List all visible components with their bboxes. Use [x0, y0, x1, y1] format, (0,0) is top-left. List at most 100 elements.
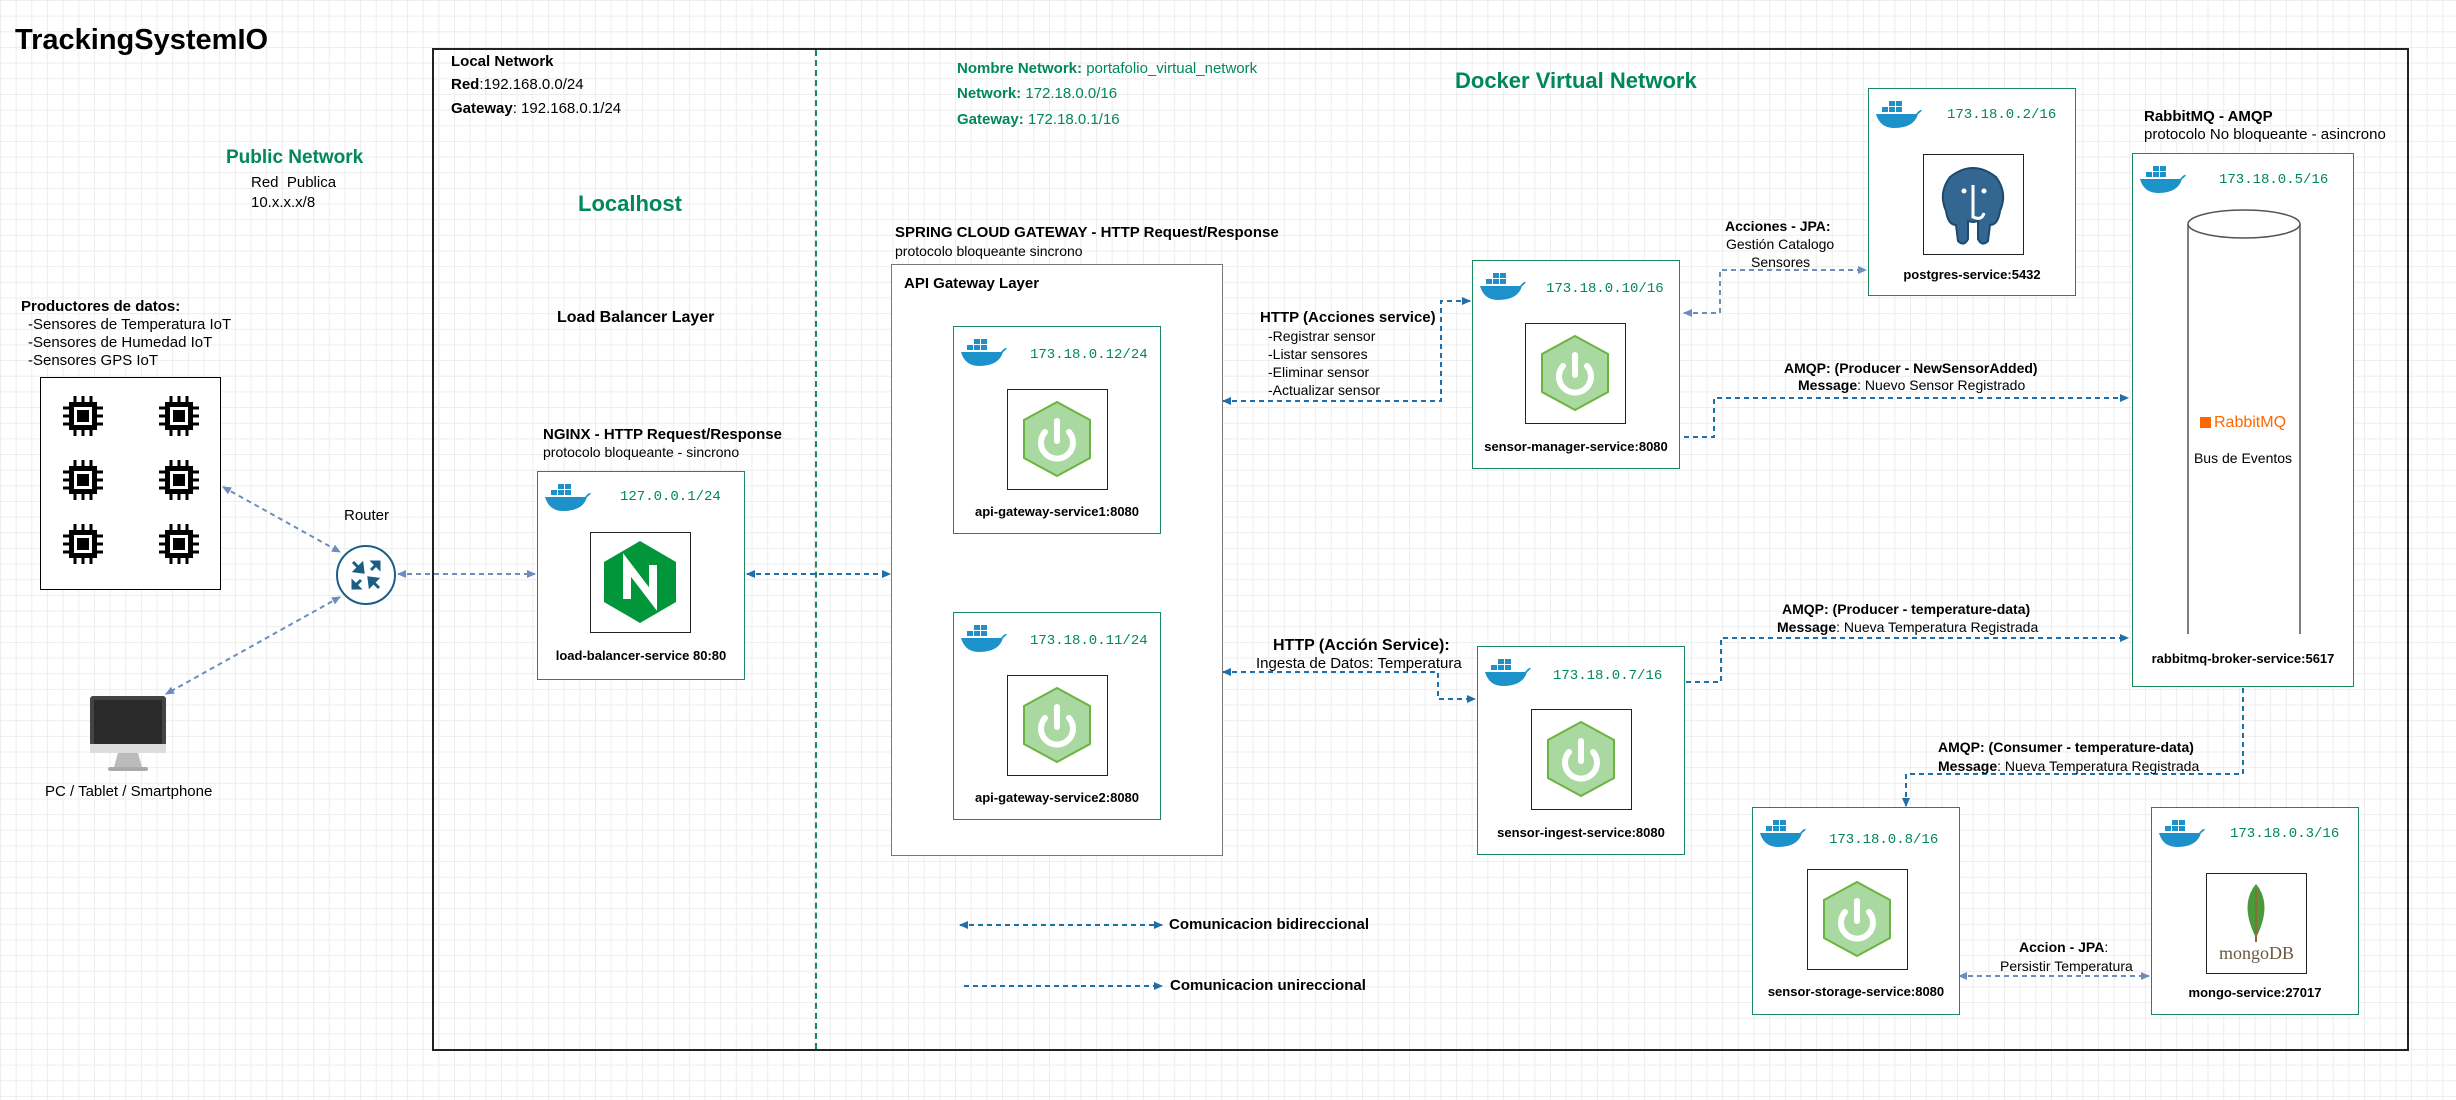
link-rabbit-storage — [1902, 688, 2244, 807]
jpa-actions-title: Acciones - JPA: — [1725, 218, 1831, 234]
api-gateway-service2-ip: 173.18.0.11/24 — [1030, 633, 1148, 649]
http-action-item: -Listar sensores — [1268, 346, 1368, 362]
spring-power-icon — [1823, 880, 1891, 958]
rabbit-name: rabbitmq-broker-service:5617 — [2151, 651, 2335, 666]
api-gateway-service1-name: api-gateway-service1:8080 — [974, 504, 1140, 519]
sensor-manager-name: sensor-manager-service:8080 — [1484, 439, 1668, 454]
rabbit-title: RabbitMQ - AMQP — [2144, 108, 2273, 125]
amqp-temp-consumer-msg: Message: Nueva Temperatura Registrada — [1938, 758, 2200, 774]
link-gateway-manager — [1222, 297, 1471, 405]
nginx-title: NGINX - HTTP Request/Response — [543, 426, 782, 443]
mongo-logo-text: mongoDB — [2218, 943, 2294, 963]
docker-icon — [1758, 816, 1808, 855]
sensor-storage-name: sensor-storage-service:8080 — [1767, 984, 1945, 999]
spring-logo-frame — [1531, 709, 1632, 810]
producer-item: -Sensores GPS IoT — [28, 352, 159, 369]
network-divider — [815, 50, 817, 1049]
public-network-red: Red Publica — [251, 174, 337, 191]
gateway-subtitle: protocolo bloqueante sincrono — [895, 243, 1083, 259]
postgres-ip: 173.18.0.2/16 — [1947, 107, 2057, 123]
link-manager-postgres — [1683, 266, 1867, 317]
docker-network-range: Network: 172.18.0.0/16 — [957, 85, 1118, 102]
legend-unidir-label: Comunicacion unireccional — [1170, 977, 1366, 994]
mongo-service: 173.18.0.3/16 mongoDB mongo-service:2701… — [2151, 807, 2359, 1015]
nginx-logo-frame — [590, 532, 691, 633]
pc-label: PC / Tablet / Smartphone — [45, 783, 213, 800]
api-gateway-service2: 173.18.0.11/24 api-gateway-service2:8080 — [953, 612, 1161, 820]
amqp-new-sensor-title: AMQP: (Producer - NewSensorAdded) — [1784, 360, 2038, 376]
legend-bidir-label: Comunicacion bidireccional — [1169, 916, 1370, 933]
local-network-gateway: Gateway: 192.168.0.1/24 — [451, 100, 622, 117]
nginx-container: 127.0.0.1/24 load-balancer-service 80:80 — [537, 471, 745, 680]
sensor-ingest-ip: 173.18.0.7/16 — [1553, 668, 1663, 684]
router-icon — [335, 544, 397, 611]
http-ingest-title: HTTP (Acción Service): — [1273, 637, 1450, 654]
rabbitmq-logo: RabbitMQ — [2133, 414, 2353, 432]
amqp-new-sensor-msg: Message: Nuevo Sensor Registrado — [1798, 377, 2026, 393]
rabbit-ip: 173.18.0.5/16 — [2219, 172, 2329, 188]
spring-power-icon — [1023, 400, 1091, 478]
computer-icon — [88, 694, 168, 777]
localhost-title: Localhost — [578, 191, 682, 216]
spring-power-icon — [1541, 334, 1609, 412]
link-gateway-ingest — [1222, 668, 1476, 703]
nginx-service-name: load-balancer-service 80:80 — [555, 648, 727, 663]
gateway-title: SPRING CLOUD GATEWAY - HTTP Request/Resp… — [895, 224, 1279, 241]
amqp-temp-consumer-title: AMQP: (Consumer - temperature-data) — [1938, 739, 2194, 755]
jpa-persist-line1: Persistir Temperatura — [2000, 958, 2133, 974]
public-network-range: 10.x.x.x/8 — [251, 194, 316, 211]
sensor-ingest-name: sensor-ingest-service:8080 — [1497, 825, 1665, 840]
event-bus-label: Bus de Eventos — [2193, 450, 2293, 466]
page-title: TrackingSystemIO — [15, 24, 269, 56]
sensor-storage-ip: 173.18.0.8/16 — [1829, 832, 1939, 848]
docker-network-gateway: Gateway: 172.18.0.1/16 — [957, 111, 1120, 128]
local-network-title: Local Network — [451, 53, 554, 70]
rabbitmq-icon — [2199, 417, 2211, 429]
spring-logo-frame — [1007, 389, 1108, 490]
event-bus-cylinder — [2187, 209, 2301, 634]
spring-logo-frame — [1807, 869, 1908, 970]
link-router-pc — [165, 596, 341, 695]
sensor-ingest-service: 173.18.0.7/16 sensor-ingest-service:8080 — [1477, 646, 1685, 855]
sensor-manager-ip: 173.18.0.10/16 — [1546, 281, 1664, 297]
docker-network-name: Nombre Network: portafolio_virtual_netwo… — [957, 60, 1258, 77]
spring-logo-frame — [1007, 675, 1108, 776]
http-action-item: -Actualizar sensor — [1268, 382, 1381, 398]
router-label: Router — [344, 507, 390, 524]
producer-item: -Sensores de Humedad IoT — [28, 334, 213, 351]
iot-devices-box — [40, 377, 221, 590]
sensor-storage-service: 173.18.0.8/16 sensor-storage-service:808… — [1752, 807, 1960, 1015]
link-manager-rabbit — [1684, 394, 2129, 438]
producer-item: -Sensores de Temperatura IoT — [28, 316, 232, 333]
jpa-actions-line2: Sensores — [1751, 254, 1811, 270]
postgres-name: postgres-service:5432 — [1903, 267, 2041, 282]
api-gateway-layer-title: API Gateway Layer — [904, 275, 1040, 292]
rabbit-subtitle: protocolo No bloqueante - asincrono — [2144, 126, 2386, 143]
chip-icons — [61, 394, 201, 566]
docker-icon — [543, 480, 593, 519]
public-network-title: Public Network — [226, 147, 364, 168]
http-action-item: -Registrar sensor — [1268, 328, 1376, 344]
spring-logo-frame — [1525, 323, 1626, 424]
jpa-persist-title: Accion - JPA: — [2019, 939, 2109, 955]
producers-title: Productores de datos: — [21, 298, 181, 315]
local-network-frame — [432, 48, 2409, 1051]
nginx-ip: 127.0.0.1/24 — [620, 489, 721, 505]
amqp-temp-producer-msg: Message: Nueva Temperatura Registrada — [1777, 619, 2039, 635]
load-balancer-layer-title: Load Balancer Layer — [557, 309, 715, 326]
docker-icon — [2138, 162, 2188, 201]
http-action-item: -Eliminar sensor — [1268, 364, 1370, 380]
nginx-icon — [604, 541, 676, 623]
sensor-manager-service: 173.18.0.10/16 sensor-manager-service:80… — [1472, 260, 1680, 469]
docker-icon — [2157, 816, 2207, 855]
spring-power-icon — [1547, 720, 1615, 798]
mongo-name: mongo-service:27017 — [2188, 985, 2322, 1000]
spring-power-icon — [1023, 686, 1091, 764]
docker-icon — [959, 335, 1009, 374]
http-ingest-subtitle: Ingesta de Datos: Temperatura — [1256, 655, 1462, 672]
docker-icon — [959, 621, 1009, 660]
link-producers-router — [222, 486, 341, 553]
docker-icon — [1483, 655, 1533, 694]
link-ingest-rabbit — [1686, 634, 2129, 683]
